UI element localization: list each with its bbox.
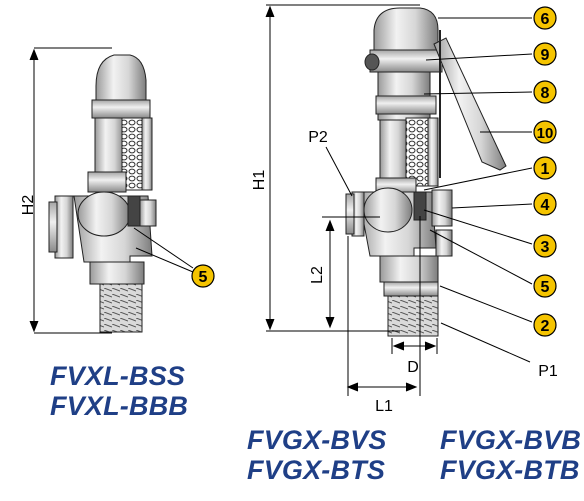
p1-leader (440, 322, 531, 363)
model-fvgx-bvs: FVGX-BVS (247, 425, 387, 455)
svg-text:8: 8 (541, 85, 550, 102)
p2-label: P2 (308, 129, 328, 146)
callout-6: 6 (533, 6, 557, 30)
left-valve-drawing (48, 54, 157, 333)
l2-label: L2 (309, 266, 326, 284)
svg-text:2: 2 (541, 318, 550, 335)
d-label: D (407, 359, 419, 376)
right-valve-drawing (345, 7, 507, 337)
l2-dimension (322, 216, 380, 329)
left-callout-5: 5 (191, 264, 215, 288)
svg-text:4: 4 (541, 197, 550, 214)
h2-label: H2 (20, 195, 37, 216)
callout-4: 4 (533, 192, 557, 216)
model-fvxl-bbb: FVXL-BBB (50, 391, 189, 421)
callout-10: 10 (533, 120, 557, 144)
svg-text:1: 1 (541, 161, 550, 178)
svg-text:5: 5 (541, 279, 550, 296)
callout-3: 3 (533, 234, 557, 258)
model-fvgx-bts: FVGX-BTS (247, 455, 386, 485)
svg-text:10: 10 (537, 125, 554, 142)
svg-text:3: 3 (541, 239, 550, 256)
callout-5: 5 (533, 274, 557, 298)
right-callout-leaders (423, 17, 533, 323)
callout-1: 1 (533, 156, 557, 180)
l1-label: L1 (375, 398, 393, 415)
model-fvgx-btb: FVGX-BTB (440, 455, 580, 485)
callout-9: 9 (533, 42, 557, 66)
l1-dimension (346, 216, 421, 396)
callout-8: 8 (533, 80, 557, 104)
h1-dimension (265, 4, 420, 332)
p2-leader (325, 146, 353, 197)
h1-label: H1 (251, 170, 268, 191)
svg-text:5: 5 (199, 269, 208, 286)
model-fvgx-bvb: FVGX-BVB (440, 425, 582, 455)
p1-label: P1 (538, 363, 558, 380)
svg-text:9: 9 (541, 47, 550, 64)
d-dimension (391, 338, 438, 354)
svg-text:6: 6 (541, 11, 550, 28)
model-fvxl-bss: FVXL-BSS (50, 361, 186, 391)
h2-dimension (29, 47, 112, 334)
left-callout-5-leaders (133, 227, 194, 273)
callout-2: 2 (533, 313, 557, 337)
